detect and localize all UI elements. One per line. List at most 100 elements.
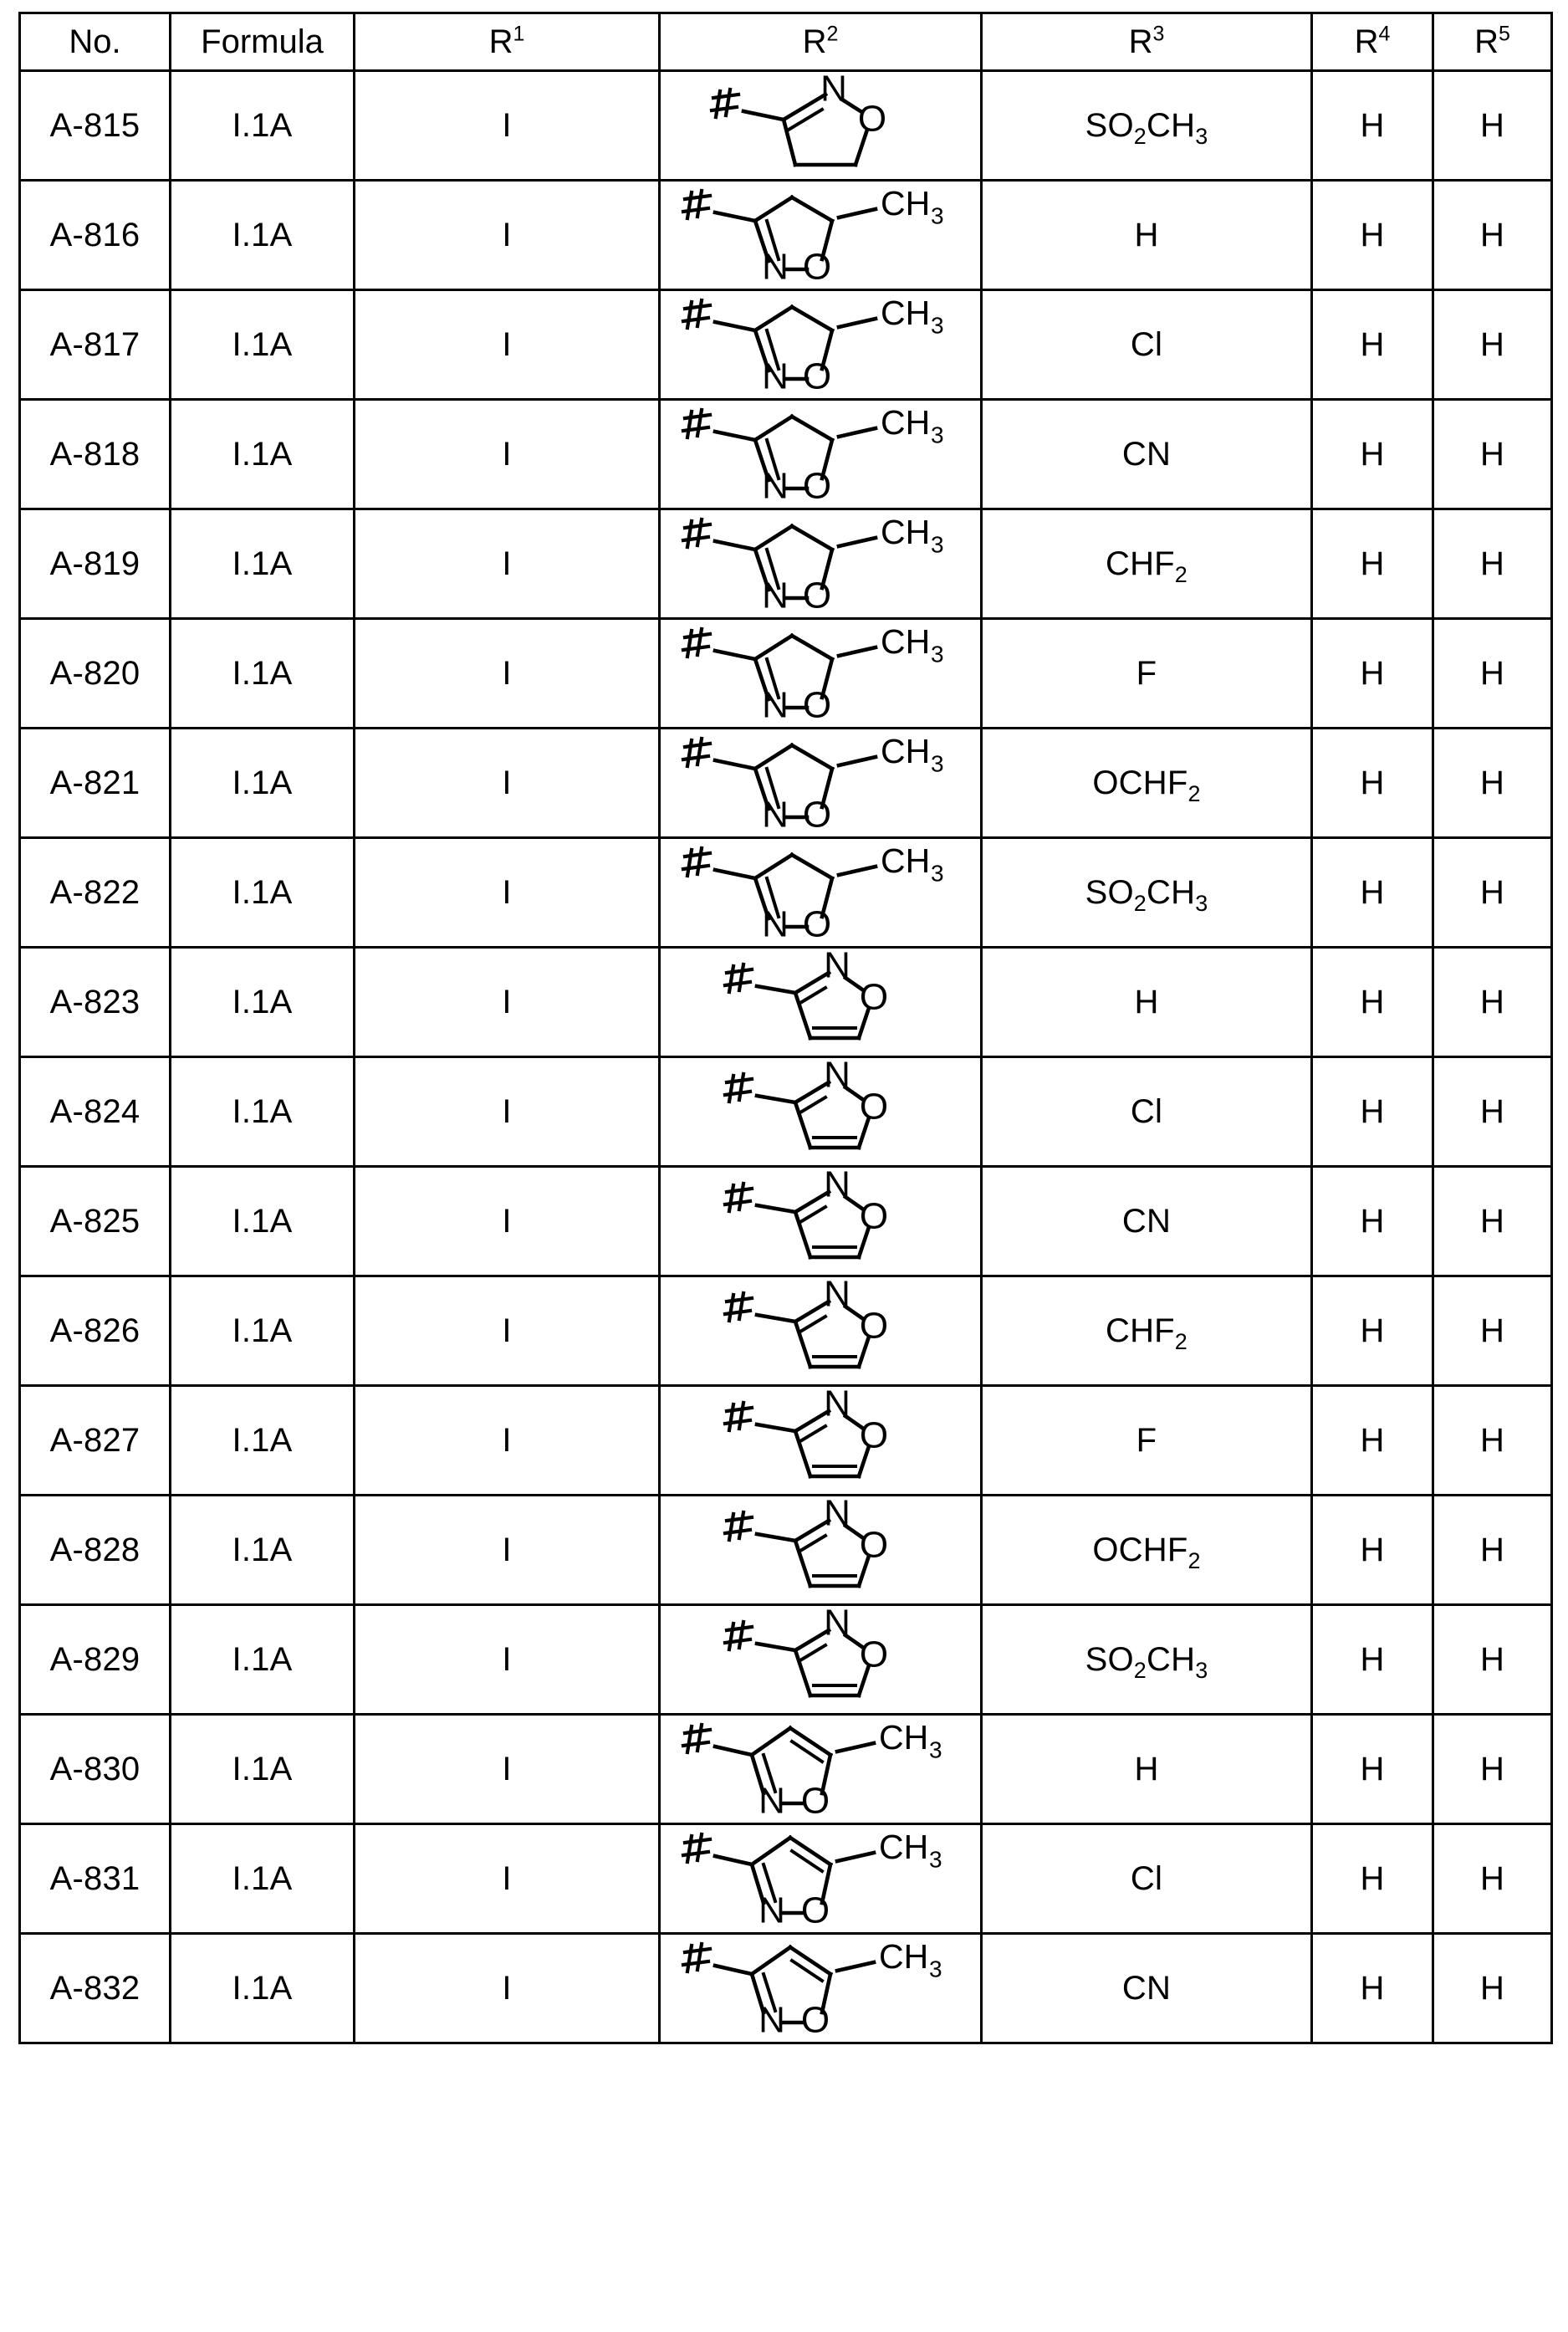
cell-r1: I bbox=[353, 1494, 661, 1606]
attachment-point-icon bbox=[681, 736, 712, 769]
r3-formula-text: OCHF2 bbox=[1092, 1532, 1201, 1573]
column-header-formula: Formula bbox=[169, 12, 355, 72]
svg-text:CH: CH bbox=[879, 1937, 928, 1976]
cell-formula: I.1A bbox=[169, 1165, 355, 1277]
cell-r1: I bbox=[353, 289, 661, 401]
attachment-point-icon bbox=[681, 298, 712, 330]
attachment-point-icon bbox=[681, 407, 712, 440]
cell-r4: H bbox=[1310, 179, 1434, 291]
cell-compound-no: A-824 bbox=[18, 1056, 171, 1168]
attachment-point-icon bbox=[709, 87, 741, 120]
attachment-point-icon bbox=[723, 962, 754, 995]
cell-formula: I.1A bbox=[169, 1384, 355, 1496]
cell-r5: H bbox=[1432, 617, 1553, 729]
oxygen-label: O bbox=[858, 99, 886, 140]
cell-r3: H bbox=[980, 1713, 1313, 1825]
nitrogen-label: N bbox=[824, 1603, 850, 1644]
cell-r3: SO2CH3 bbox=[980, 1603, 1313, 1716]
cell-formula: I.1A bbox=[169, 289, 355, 401]
svg-text:3: 3 bbox=[931, 531, 944, 557]
cell-r4: H bbox=[1310, 946, 1434, 1058]
column-header-r1-superscript: 1 bbox=[513, 22, 525, 46]
attachment-point-icon bbox=[681, 626, 712, 659]
oxygen-label: O bbox=[803, 466, 831, 507]
nitrogen-label: N bbox=[824, 1383, 850, 1424]
column-header-r3: R3 bbox=[980, 12, 1313, 72]
cell-compound-no: A-815 bbox=[18, 69, 171, 182]
nitrogen-label: N bbox=[762, 466, 789, 507]
cell-r3: SO2CH3 bbox=[980, 836, 1313, 949]
cell-formula: I.1A bbox=[169, 1713, 355, 1825]
r3-formula-text: CN bbox=[1121, 1970, 1172, 2007]
oxygen-label: O bbox=[803, 904, 831, 945]
cell-r3: CN bbox=[980, 398, 1313, 510]
nitrogen-label: N bbox=[762, 904, 789, 945]
attachment-point-icon bbox=[723, 1510, 754, 1542]
structure-dihydroisoxazolyl: NO bbox=[709, 69, 886, 167]
cell-r5: H bbox=[1432, 836, 1553, 949]
attachment-point-icon bbox=[681, 846, 712, 878]
r3-formula-text: CN bbox=[1121, 1203, 1172, 1240]
nitrogen-label: N bbox=[824, 1164, 850, 1205]
attachment-point-icon bbox=[723, 1071, 754, 1104]
r3-formula-text: CHF2 bbox=[1105, 1312, 1188, 1354]
attachment-point-icon bbox=[723, 1181, 754, 1214]
svg-text:CH: CH bbox=[881, 622, 930, 661]
cell-r4: H bbox=[1310, 1713, 1434, 1825]
oxygen-label: O bbox=[803, 356, 831, 397]
cell-compound-no: A-825 bbox=[18, 1165, 171, 1277]
cell-r4: H bbox=[1310, 1823, 1434, 1935]
cell-r5: H bbox=[1432, 1165, 1553, 1277]
cell-formula: I.1A bbox=[169, 946, 355, 1058]
r3-formula-text: SO2CH3 bbox=[1085, 874, 1208, 916]
nitrogen-label: N bbox=[762, 247, 789, 288]
svg-text:CH: CH bbox=[881, 841, 930, 880]
oxygen-label: O bbox=[860, 1306, 888, 1347]
oxygen-label: O bbox=[860, 1196, 888, 1237]
r3-formula-text: F bbox=[1136, 1422, 1157, 1459]
nitrogen-label: N bbox=[758, 1781, 785, 1822]
cell-r1: I bbox=[353, 398, 661, 510]
svg-text:3: 3 bbox=[931, 422, 944, 447]
oxygen-label: O bbox=[801, 1781, 830, 1822]
cell-compound-no: A-822 bbox=[18, 836, 171, 949]
column-header-no-label: No. bbox=[69, 23, 121, 60]
svg-text:CH: CH bbox=[879, 1828, 928, 1866]
cell-formula: I.1A bbox=[169, 1823, 355, 1935]
attachment-point-icon bbox=[723, 1291, 754, 1323]
cell-r5: H bbox=[1432, 1384, 1553, 1496]
cell-r5: H bbox=[1432, 1603, 1553, 1716]
cell-r1: I bbox=[353, 179, 661, 291]
cell-r5: H bbox=[1432, 508, 1553, 620]
r3-formula-text: Cl bbox=[1130, 326, 1163, 363]
cell-r4: H bbox=[1310, 1384, 1434, 1496]
cell-r3: SO2CH3 bbox=[980, 69, 1313, 182]
cell-r3: F bbox=[980, 617, 1313, 729]
attachment-point-icon bbox=[681, 517, 712, 550]
cell-compound-no: A-826 bbox=[18, 1275, 171, 1387]
svg-text:3: 3 bbox=[931, 860, 944, 886]
structure-isoxazolyl: NO bbox=[723, 1383, 888, 1479]
cell-r3: H bbox=[980, 946, 1313, 1058]
cell-r5: H bbox=[1432, 946, 1553, 1058]
